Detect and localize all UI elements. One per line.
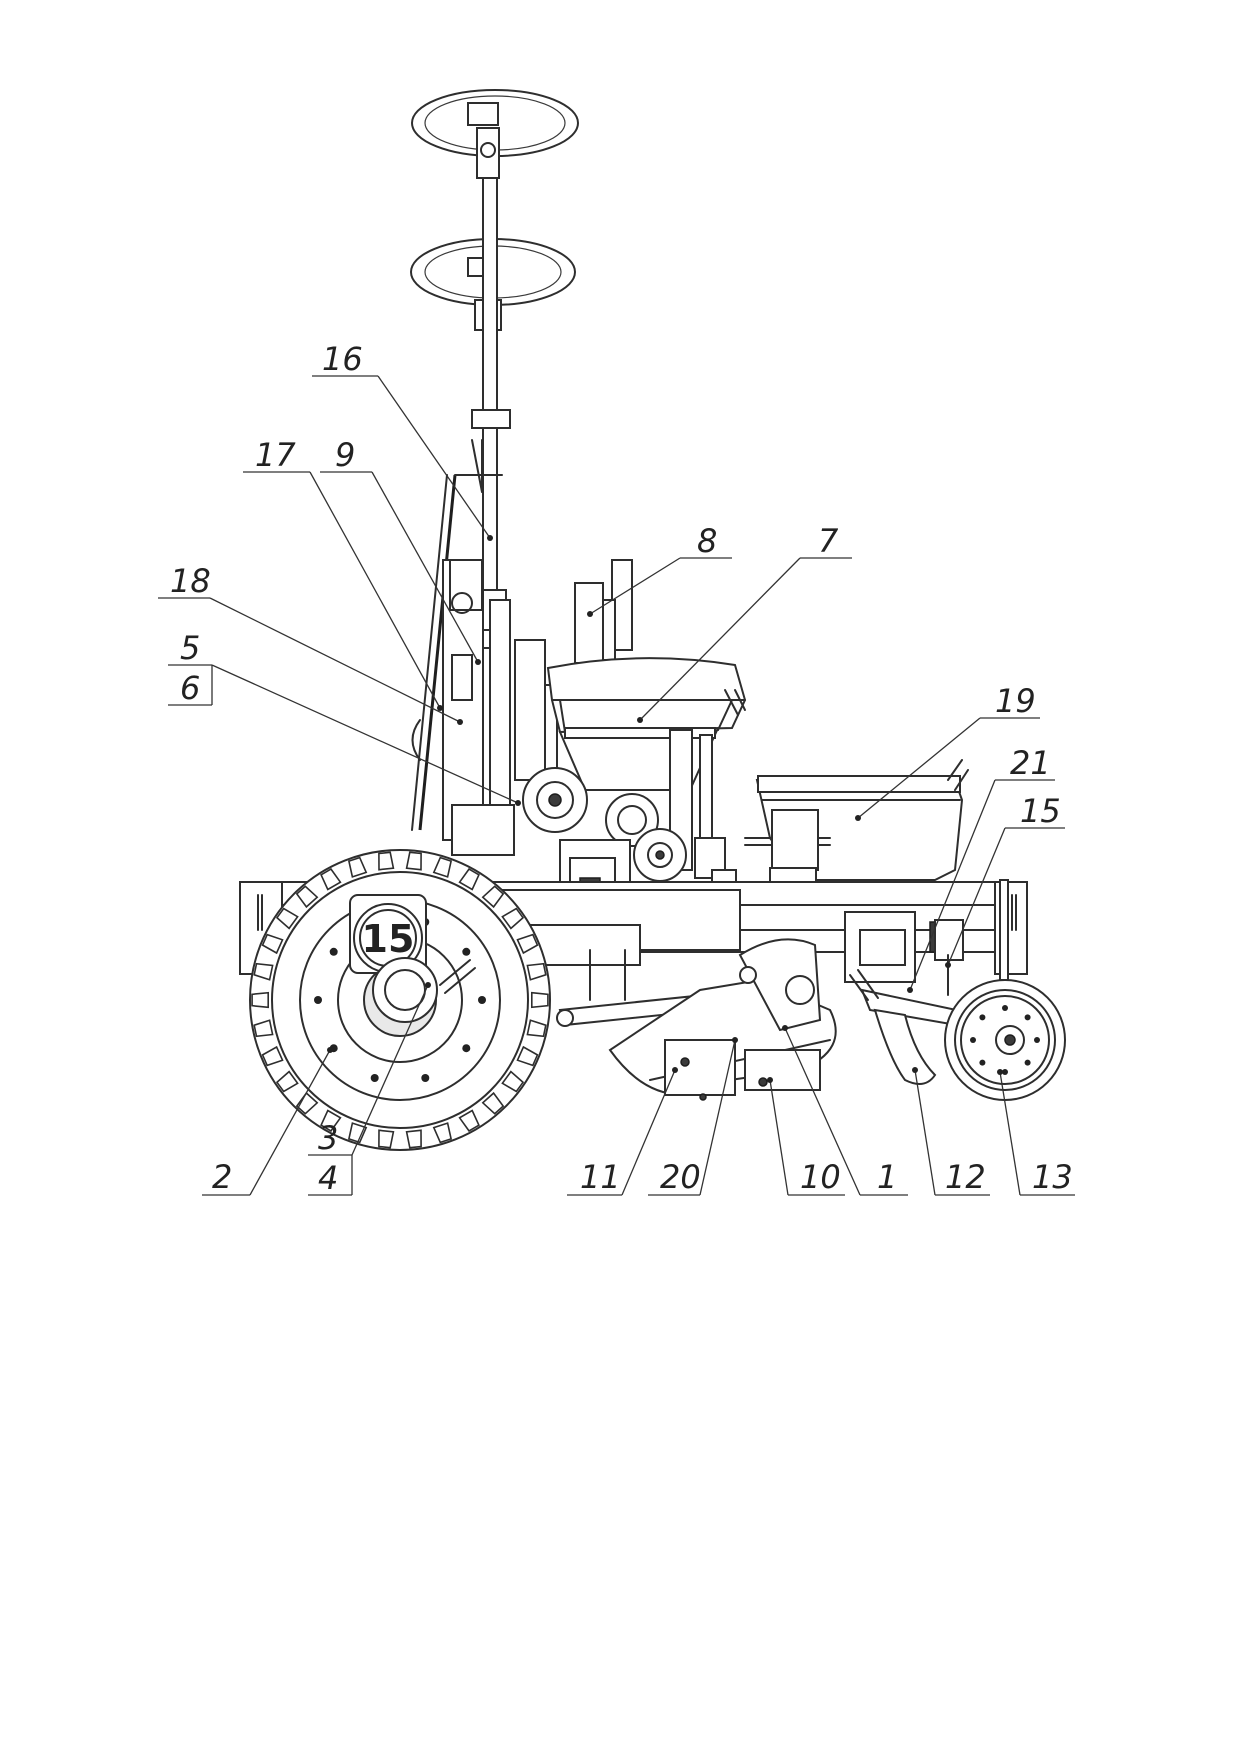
callout-5: 5 (180, 629, 200, 667)
tyre-tread (526, 1019, 547, 1038)
callout-3: 3 (318, 1119, 338, 1157)
tyre-tread (320, 1109, 342, 1132)
tube-8 (574, 559, 633, 664)
tyre-tread (378, 851, 395, 871)
tyre-tread (405, 851, 422, 871)
rim-hole (370, 1074, 379, 1082)
callout-11: 11 (580, 1158, 621, 1196)
tyre-tread (347, 856, 368, 878)
tyre-tread (432, 1122, 453, 1144)
tyre-tread (501, 907, 525, 930)
tyre-tread (481, 885, 505, 909)
hopper-7 (546, 657, 747, 876)
press-wheel-hole (979, 1014, 986, 1021)
tyre-tread (516, 933, 539, 955)
opener-unit (608, 938, 837, 1101)
press-wheel-hole (1002, 1005, 1008, 1011)
callout-12: 12 (945, 1158, 986, 1196)
rim-hole (314, 996, 322, 1004)
tyre-tread (275, 1070, 299, 1093)
callout-20: 20 (660, 1158, 701, 1196)
callout-7: 7 (818, 522, 839, 560)
tyre-tread (347, 1122, 368, 1144)
leader-lines (158, 375, 1075, 1196)
tyre-tread (432, 856, 453, 878)
callout-10: 10 (800, 1158, 841, 1196)
tyre-tread (405, 1129, 422, 1149)
badge-label: 15 (362, 917, 415, 961)
bracket-21 (934, 919, 964, 996)
rim-hole (462, 947, 471, 956)
callout-labels: 16 17 9 8 7 18 5 6 19 21 15 2 3 4 11 20 … (170, 340, 1073, 1197)
tyre-tread (458, 868, 480, 891)
rim-hole (421, 1074, 430, 1082)
tyre-tread (251, 991, 269, 1009)
tyre-tread (253, 1019, 274, 1038)
badge-15: 15 (349, 894, 427, 974)
callout-21: 21 (1010, 744, 1051, 782)
callout-16: 16 (322, 340, 363, 378)
tyre-tread (261, 933, 284, 955)
hopper-19 (744, 759, 969, 899)
mast-frame (411, 474, 558, 856)
tyre-tread (481, 1091, 505, 1115)
callout-6: 6 (180, 669, 200, 707)
tyre-tread (275, 907, 299, 930)
rim-hole (329, 947, 338, 956)
press-wheel-hole (1024, 1059, 1031, 1066)
tyre-tread (320, 868, 342, 891)
callout-13: 13 (1032, 1158, 1073, 1196)
tyre-tread (501, 1070, 525, 1093)
callout-8: 8 (697, 522, 717, 560)
tyre-tread (516, 1045, 539, 1067)
callout-2: 2 (212, 1158, 232, 1196)
tyre-tread (378, 1129, 395, 1149)
tyre-tread (526, 962, 547, 981)
press-wheel-hole (1024, 1014, 1031, 1021)
press-wheel-hole (1034, 1037, 1040, 1043)
tyre-tread (295, 885, 319, 909)
callout-17: 17 (255, 436, 296, 474)
callout-19: 19 (995, 682, 1036, 720)
press-wheel-hole (1002, 1069, 1008, 1075)
press-wheel-hole (970, 1037, 976, 1043)
rim-hole (462, 1044, 471, 1053)
tyre-tread (531, 991, 549, 1009)
rim-hole (478, 996, 486, 1004)
callout-4: 4 (318, 1159, 338, 1197)
tyre-tread (261, 1045, 284, 1067)
callout-9: 9 (335, 436, 355, 474)
callout-15: 15 (1020, 792, 1061, 830)
marker-arm (410, 89, 579, 649)
callout-18: 18 (170, 562, 211, 600)
callout-1: 1 (877, 1158, 897, 1196)
press-wheel-hole (979, 1059, 986, 1066)
tyre-tread (458, 1109, 480, 1132)
tyre-tread (253, 962, 274, 981)
tyre-tread (295, 1091, 319, 1115)
press-wheel-13 (944, 879, 1066, 1101)
